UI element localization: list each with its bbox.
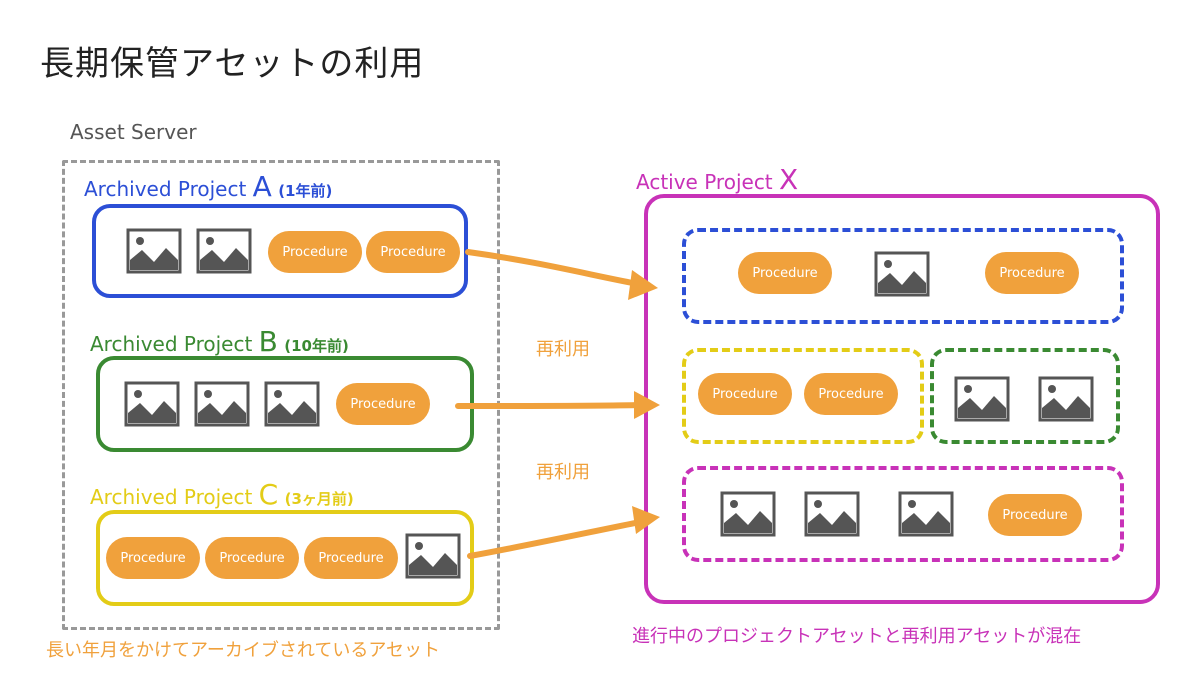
- project-a-label: Archived Project A (1年前): [84, 170, 333, 203]
- image-icon: [898, 491, 954, 537]
- procedure-pill: Procedure: [366, 231, 460, 273]
- asset-server-label: Asset Server: [70, 120, 197, 144]
- reused-c-group: [682, 348, 924, 444]
- reused-b-group: [930, 348, 1120, 444]
- image-icon: [405, 533, 461, 579]
- project-b-label: Archived Project B (10年前): [90, 325, 349, 358]
- image-icon: [954, 376, 1010, 422]
- project-c-label: Archived Project C (3ヶ月前): [90, 478, 354, 511]
- active-project-label: Active Project X: [636, 163, 799, 196]
- image-icon: [804, 491, 860, 537]
- procedure-pill: Procedure: [106, 537, 200, 579]
- procedure-pill: Procedure: [304, 537, 398, 579]
- project-c-age: (3ヶ月前): [284, 490, 354, 508]
- reuse-label: 再利用: [536, 339, 590, 360]
- image-icon: [124, 381, 180, 427]
- procedure-pill: Procedure: [738, 252, 832, 294]
- page-title: 長期保管アセットの利用: [40, 44, 425, 84]
- procedure-pill: Procedure: [985, 252, 1079, 294]
- project-b-age: (10年前): [284, 337, 349, 355]
- image-icon: [126, 228, 182, 274]
- active-own-group: [682, 466, 1124, 562]
- image-icon: [264, 381, 320, 427]
- reuse-label: 再利用: [536, 462, 590, 483]
- image-icon: [720, 491, 776, 537]
- active-project-caption: 進行中のプロジェクトアセットと再利用アセットが混在: [632, 626, 1082, 647]
- procedure-pill: Procedure: [988, 494, 1082, 536]
- project-a-age: (1年前): [278, 182, 333, 200]
- image-icon: [194, 381, 250, 427]
- active-project-letter: X: [779, 163, 799, 196]
- project-a-letter: A: [252, 170, 272, 203]
- procedure-pill: Procedure: [698, 373, 792, 415]
- project-b-letter: B: [258, 325, 278, 358]
- asset-server-box: [62, 160, 500, 630]
- project-c-letter: C: [258, 478, 279, 511]
- image-icon: [1038, 376, 1094, 422]
- image-icon: [874, 251, 930, 297]
- asset-server-caption: 長い年月をかけてアーカイブされているアセット: [46, 640, 441, 661]
- procedure-pill: Procedure: [804, 373, 898, 415]
- procedure-pill: Procedure: [336, 383, 430, 425]
- procedure-pill: Procedure: [205, 537, 299, 579]
- image-icon: [196, 228, 252, 274]
- procedure-pill: Procedure: [268, 231, 362, 273]
- reused-a-group: [682, 228, 1124, 324]
